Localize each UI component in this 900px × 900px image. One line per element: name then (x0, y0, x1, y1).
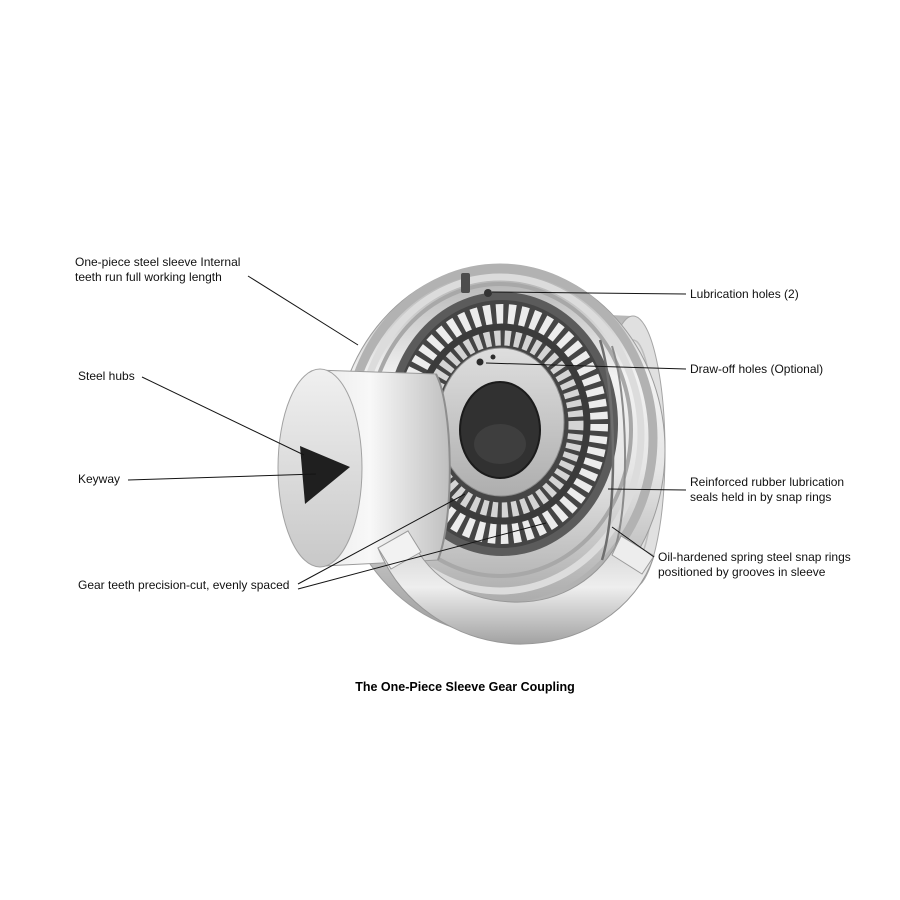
leader-lines (127, 275, 687, 590)
leader-snap-rings (611, 526, 655, 558)
leader-draw-off-holes (485, 362, 687, 370)
label-sleeve-line1: One-piece steel sleeve Internal (75, 255, 241, 269)
leader-gear-teeth-2 (297, 522, 547, 590)
steel-hub (277, 368, 451, 568)
leader-steel-hubs (141, 376, 305, 456)
lubrication-holes (461, 273, 492, 297)
label-keyway: Keyway (78, 472, 121, 486)
leader-keyway (127, 473, 317, 481)
label-lubrication-holes: Lubrication holes (2) (690, 287, 799, 301)
draw-off-hole (476, 358, 484, 366)
sleeve-lower-rim (377, 530, 655, 645)
sleeve-internal-teeth (396, 304, 608, 544)
leader-lubrication-holes (491, 291, 687, 295)
leader-rubber-seals (607, 488, 687, 491)
label-gear-teeth: Gear teeth precision-cut, evenly spaced (78, 578, 290, 592)
label-snap-rings: Oil-hardened spring steel snap rings pos… (658, 550, 851, 579)
label-sleeve: One-piece steel sleeve Internal teeth ru… (75, 255, 240, 285)
label-rubber-seals: Reinforced rubber lubrication seals held… (690, 475, 845, 504)
label-steel-hubs: Steel hubs (78, 369, 135, 383)
leader-gear-teeth-1 (297, 493, 466, 585)
draw-off-hole (490, 354, 496, 360)
keyway-notch (300, 446, 350, 504)
label-sleeve-line2: teeth run full working length (75, 270, 222, 284)
hub-bore (459, 381, 541, 479)
leader-sleeve (247, 275, 359, 346)
figure-caption: The One-Piece Sleeve Gear Coupling (355, 680, 575, 694)
label-draw-off-holes: Draw-off holes (Optional) (690, 362, 824, 376)
